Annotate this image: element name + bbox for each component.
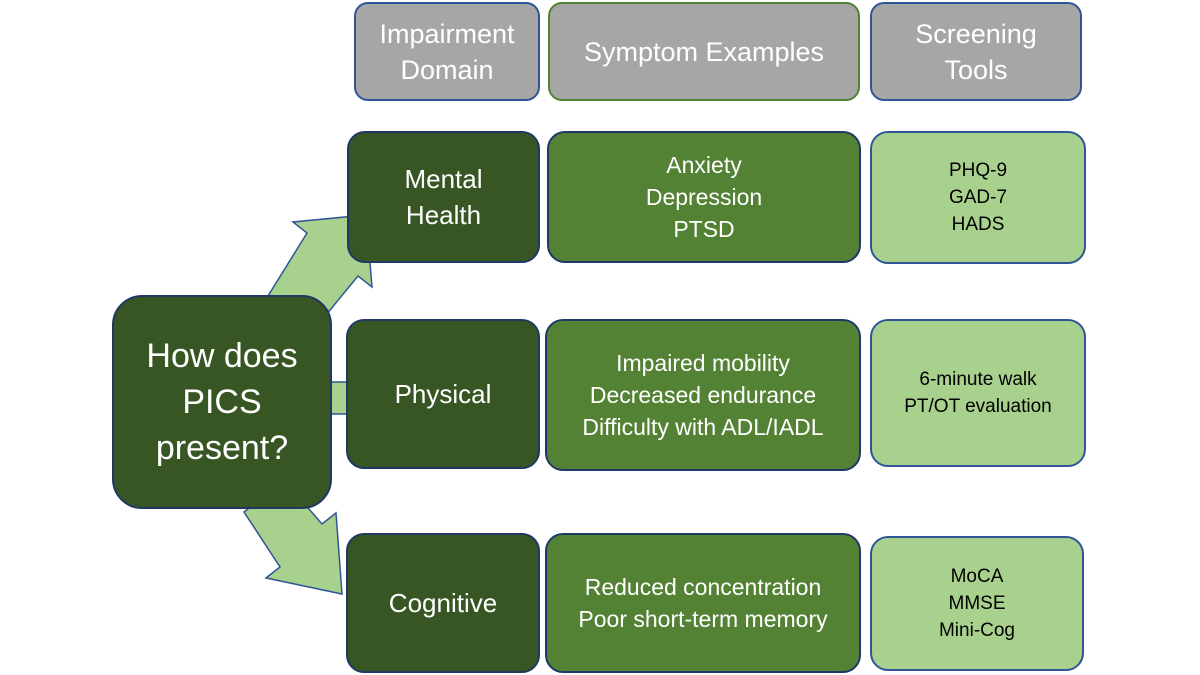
header-text: Tools <box>944 54 1008 85</box>
header-symptom-examples: Symptom Examples <box>548 2 860 101</box>
tool-item: PT/OT evaluation <box>904 396 1052 417</box>
question-text: How does <box>146 337 298 375</box>
tool-item: MoCA <box>950 566 1004 587</box>
symptom-item: Depression <box>645 184 763 210</box>
symptom-item: Poor short-term memory <box>578 606 828 632</box>
tool-item: HADS <box>951 214 1005 235</box>
tool-item: MMSE <box>948 593 1006 614</box>
header-text: Symptom Examples <box>583 36 825 67</box>
domain-label: Cognitive <box>388 588 498 618</box>
domain-label: Physical <box>394 379 492 409</box>
tool-item: GAD-7 <box>948 187 1008 208</box>
question-text: present? <box>155 429 289 467</box>
symptoms-mental-health: Anxiety Depression PTSD <box>547 131 861 263</box>
tools-cognitive: MoCA MMSE Mini-Cog <box>870 536 1084 671</box>
symptoms-cognitive: Reduced concentration Poor short-term me… <box>545 533 861 673</box>
tools-mental-health: PHQ-9 GAD-7 HADS <box>870 131 1086 264</box>
header-impairment-domain: Impairment Domain <box>354 2 540 101</box>
pics-question-box: How does PICS present? <box>112 295 332 509</box>
domain-label: Health <box>405 200 482 230</box>
tool-item: Mini-Cog <box>938 620 1016 641</box>
symptom-item: Anxiety <box>666 152 742 178</box>
question-text: PICS <box>182 383 262 421</box>
symptom-item: Impaired mobility <box>616 350 790 376</box>
tool-item: PHQ-9 <box>948 160 1008 181</box>
symptom-item: Decreased endurance <box>589 382 817 408</box>
domain-mental-health: Mental Health <box>347 131 540 263</box>
domain-label: Mental <box>404 164 483 194</box>
domain-cognitive: Cognitive <box>346 533 540 673</box>
header-text: Screening <box>915 18 1037 49</box>
domain-physical: Physical <box>346 319 540 469</box>
symptom-item: Reduced concentration <box>584 574 822 600</box>
symptoms-physical: Impaired mobility Decreased endurance Di… <box>545 319 861 471</box>
symptom-item: PTSD <box>673 216 735 242</box>
symptom-item: Difficulty with ADL/IADL <box>582 414 824 440</box>
header-text: Impairment <box>379 18 515 49</box>
header-text: Domain <box>400 54 494 85</box>
header-screening-tools: Screening Tools <box>870 2 1082 101</box>
tool-item: 6-minute walk <box>919 369 1037 390</box>
tools-physical: 6-minute walk PT/OT evaluation <box>870 319 1086 467</box>
